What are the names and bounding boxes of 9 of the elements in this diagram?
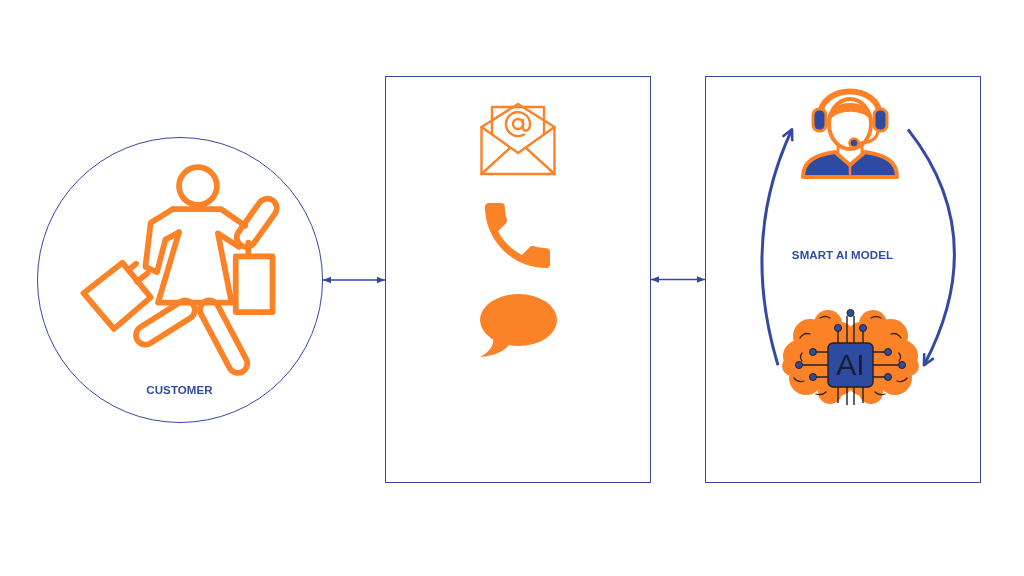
curved-arrow <box>906 128 956 367</box>
panel-label: SMART AI MODEL <box>790 249 895 261</box>
node-label: CUSTOMER <box>145 384 214 396</box>
chip-label: AI <box>835 347 866 383</box>
channel-panel <box>385 76 651 483</box>
model-panel <box>705 76 981 483</box>
curved-arrow <box>760 128 794 366</box>
double-arrow <box>650 276 706 283</box>
double-arrow <box>322 276 386 284</box>
